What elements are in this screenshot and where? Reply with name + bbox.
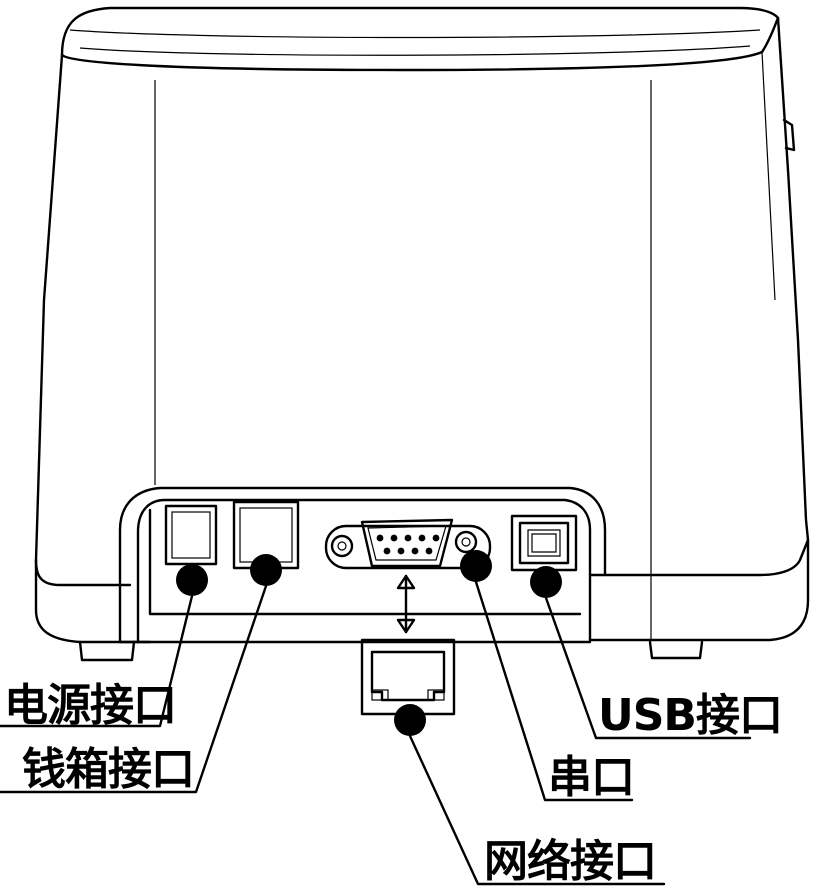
serial-port-marker xyxy=(460,550,492,582)
network-port xyxy=(360,638,456,716)
serial-port-label: 串口 xyxy=(548,752,634,803)
power-port-marker xyxy=(176,564,208,596)
cash-drawer-port-marker xyxy=(250,554,282,586)
cash-drawer-port-label: 钱箱接口 xyxy=(22,744,194,795)
usb-port-label: USB接口 xyxy=(598,690,782,741)
power-port-label: 电源接口 xyxy=(4,680,176,731)
usb-port-marker xyxy=(530,566,562,598)
serial-port xyxy=(324,518,492,570)
usb-port xyxy=(510,514,578,572)
network-port-marker xyxy=(394,704,426,736)
leader-lines xyxy=(0,580,752,886)
network-port-label: 网络接口 xyxy=(484,836,656,887)
connector-panel xyxy=(118,486,607,644)
double-arrow-icon xyxy=(396,574,416,634)
printer-body xyxy=(34,6,810,662)
power-port xyxy=(164,504,218,566)
